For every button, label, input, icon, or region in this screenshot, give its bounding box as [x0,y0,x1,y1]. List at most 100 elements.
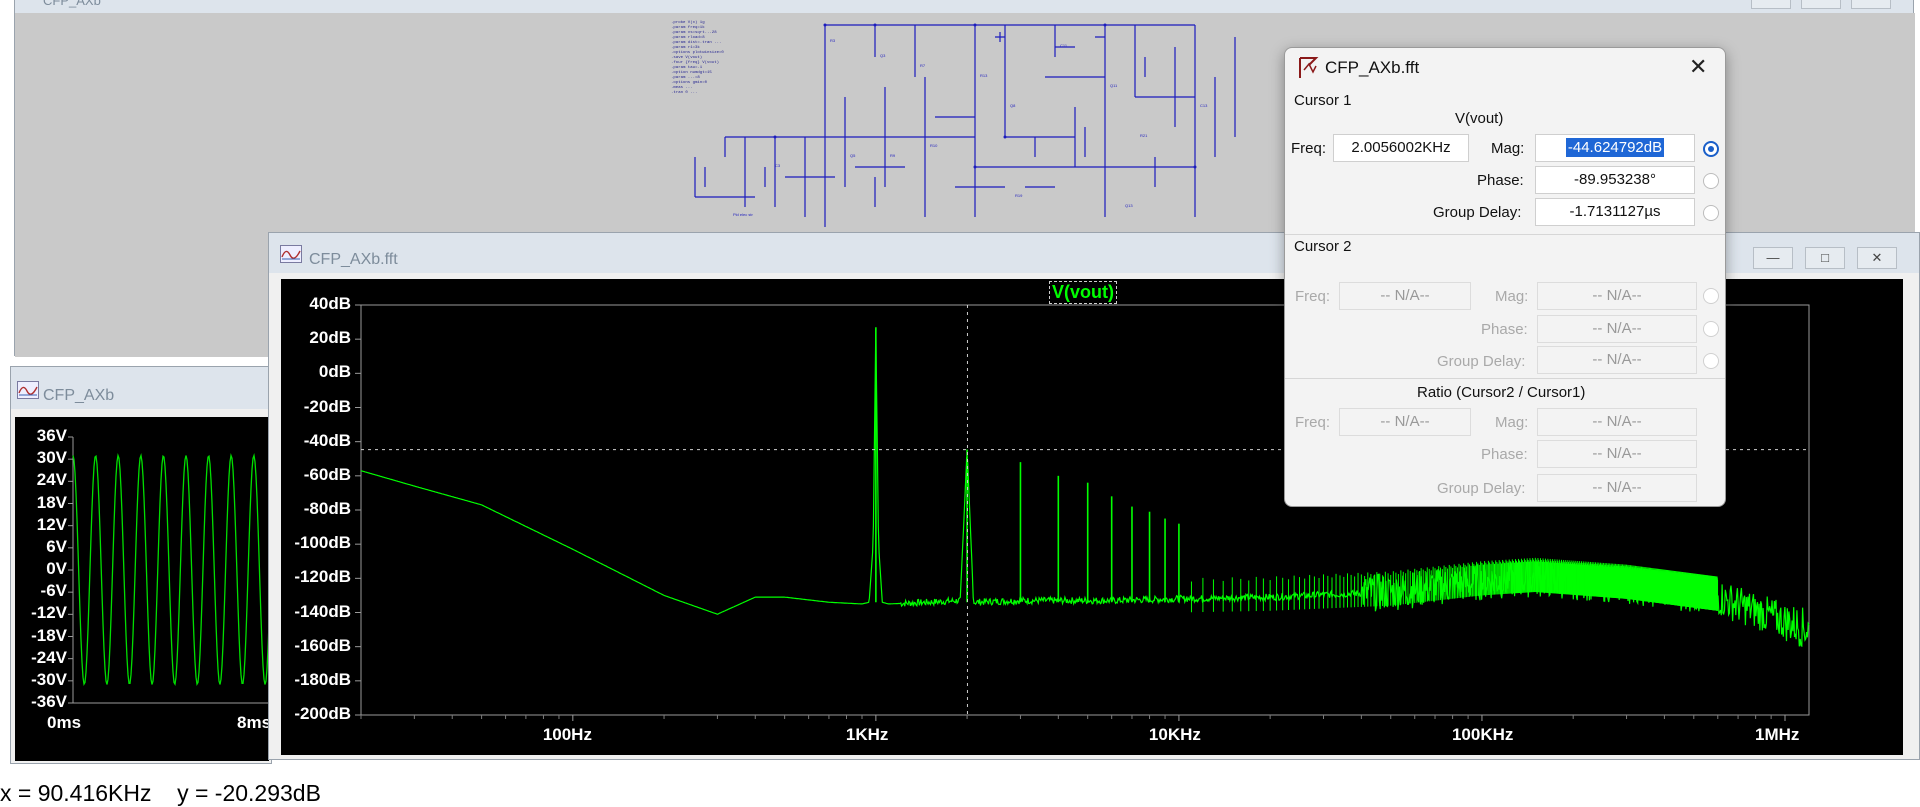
schematic-titlebar[interactable]: CFP_AXb [15,0,1913,13]
ratio-freq-field: -- N/A-- [1339,408,1471,436]
ratio-phase-label: Phase: [1481,446,1528,463]
cursor-readout: x = 90.416KHz y = -20.293dB [0,780,321,806]
fft-plot-area[interactable] [281,279,1903,755]
y-tick-label: -36V [31,692,67,711]
cursor1-mag-value: -44.624792dB [1565,138,1665,157]
cursor2-mag-radio[interactable] [1703,288,1719,304]
y-tick-label: 36V [36,426,67,445]
schematic-label-1: Pld elec str [733,212,753,217]
cursor2-gd-label: Group Delay: [1437,353,1526,370]
spice-directive: .save V(vout) [671,56,703,60]
fft-close-button[interactable]: ✕ [1857,247,1897,269]
spice-directive: .param vs=sqrt...28 [671,31,717,35]
cursor1-mag-field[interactable]: -44.624792dB [1535,134,1695,162]
cursor1-gd-field[interactable]: -1.7131127µs [1535,198,1695,226]
svg-text:Q3: Q3 [880,53,886,58]
y-tick-label: -18V [31,625,67,645]
spice-directive: .four {freq} V(vout) [671,61,720,65]
spice-directive: .param r1=3k [671,46,700,50]
schematic-minimize-button[interactable] [1751,0,1791,9]
cursor2-gd-radio[interactable] [1703,353,1719,369]
svg-text:R10: R10 [930,143,938,148]
cursor1-phase-label: Phase: [1477,172,1524,189]
spice-directive: .param dist=.tran ... [671,41,722,45]
svg-text:Q11: Q11 [1110,83,1118,88]
spice-directives: .probe V(x) 1g.param freq=1k.param vs=sq… [671,21,791,96]
cursor2-phase-label: Phase: [1481,321,1528,338]
y-tick-label: 20dB [309,328,351,348]
cursor1-gd-label: Group Delay: [1433,204,1522,221]
spice-directive: .param rload=8 [671,36,705,40]
cursor1-phase-field[interactable]: -89.953238° [1535,166,1695,194]
y-tick-label: -20dB [303,396,351,416]
cursor1-trace: V(vout) [1455,110,1504,127]
fft-maximize-button[interactable]: □ [1805,247,1845,269]
y-tick-label: -180dB [294,669,351,689]
transient-waveform [68,436,269,704]
close-icon[interactable]: ✕ [1689,54,1708,79]
schematic-close-button[interactable] [1851,0,1891,9]
cursor1-freq-label: Freq: [1291,140,1327,157]
y-tick-label: -100dB [294,533,351,553]
y-tick-label: -140dB [294,601,351,621]
cursor2-gd-field: -- N/A-- [1537,346,1697,374]
trace-label[interactable]: V(vout) [1049,281,1117,304]
spice-directive: .tran 0 ... [671,91,698,95]
cursor1-freq-field[interactable]: 2.0056002KHz [1333,134,1469,162]
y-tick-label: -200dB [294,704,351,723]
spice-directive: .options gmin=0 [671,81,708,85]
y-tick-label: 0V [46,559,67,578]
transient-trace [72,453,269,687]
svg-text:C11: C11 [1060,43,1068,48]
svg-text:Q5: Q5 [850,153,856,158]
x-tick-label: 8ms [237,713,272,732]
svg-text:R19: R19 [1015,193,1023,198]
spice-directive: .probe V(x) 1g [671,21,705,25]
spice-directive: .meas ... [671,86,693,90]
cursor1-mag-radio[interactable] [1703,141,1719,157]
status-bar: x = 90.416KHz y = -20.293dB [0,764,1920,806]
waveform-icon [17,381,39,404]
ratio-mag-field: -- N/A-- [1537,408,1697,436]
svg-text:Q8: Q8 [1010,103,1016,108]
y-tick-label: -160dB [294,635,351,655]
dialog-separator [1285,234,1725,235]
y-tick-label: -40dB [303,430,351,450]
cursor2-freq-field: -- N/A-- [1339,282,1471,310]
ltspice-icon [1297,56,1319,85]
transient-title: CFP_AXb [43,387,115,404]
cursor2-mag-field: -- N/A-- [1537,282,1697,310]
y-tick-label: -24V [31,647,67,667]
y-tick-label: 18V [36,492,67,512]
svg-text:R13: R13 [980,73,988,78]
y-tick-label: 30V [36,448,67,468]
x-tick-label: 1MHz [1755,725,1800,744]
y-tick-label: 0dB [318,362,351,382]
cursor2-section: Cursor 2 [1294,238,1352,255]
schematic-maximize-button[interactable] [1801,0,1841,9]
svg-text:R9: R9 [890,153,896,158]
dialog-title: CFP_AXb.fft [1325,58,1420,77]
cursor1-mag-label: Mag: [1491,140,1525,157]
y-tick-label: 12V [36,514,67,534]
transient-titlebar[interactable]: CFP_AXb [11,367,271,409]
ratio-section: Ratio (Cursor2 / Cursor1) [1417,384,1586,401]
y-tick-label: -30V [31,669,67,689]
ratio-mag-label: Mag: [1495,414,1529,431]
x-tick-label: 1KHz [845,725,889,744]
y-tick-label: 24V [36,470,67,490]
y-tick-label: -80dB [303,499,351,518]
cursor1-gd-radio[interactable] [1703,205,1719,221]
cursor-dialog[interactable]: CFP_AXb.fft ✕ Cursor 1 V(vout) Freq: 2.0… [1284,47,1726,507]
ratio-freq-label: Freq: [1295,414,1331,431]
cursor2-phase-radio[interactable] [1703,321,1719,337]
cursor2-mag-label: Mag: [1495,288,1529,305]
fft-title: CFP_AXb.fft [309,251,398,268]
x-tick-label: 100KHz [1451,725,1514,744]
fft-minimize-button[interactable]: — [1753,247,1793,269]
spice-directive: .option numdgt=15 [671,71,712,75]
cursor1-phase-radio[interactable] [1703,173,1719,189]
